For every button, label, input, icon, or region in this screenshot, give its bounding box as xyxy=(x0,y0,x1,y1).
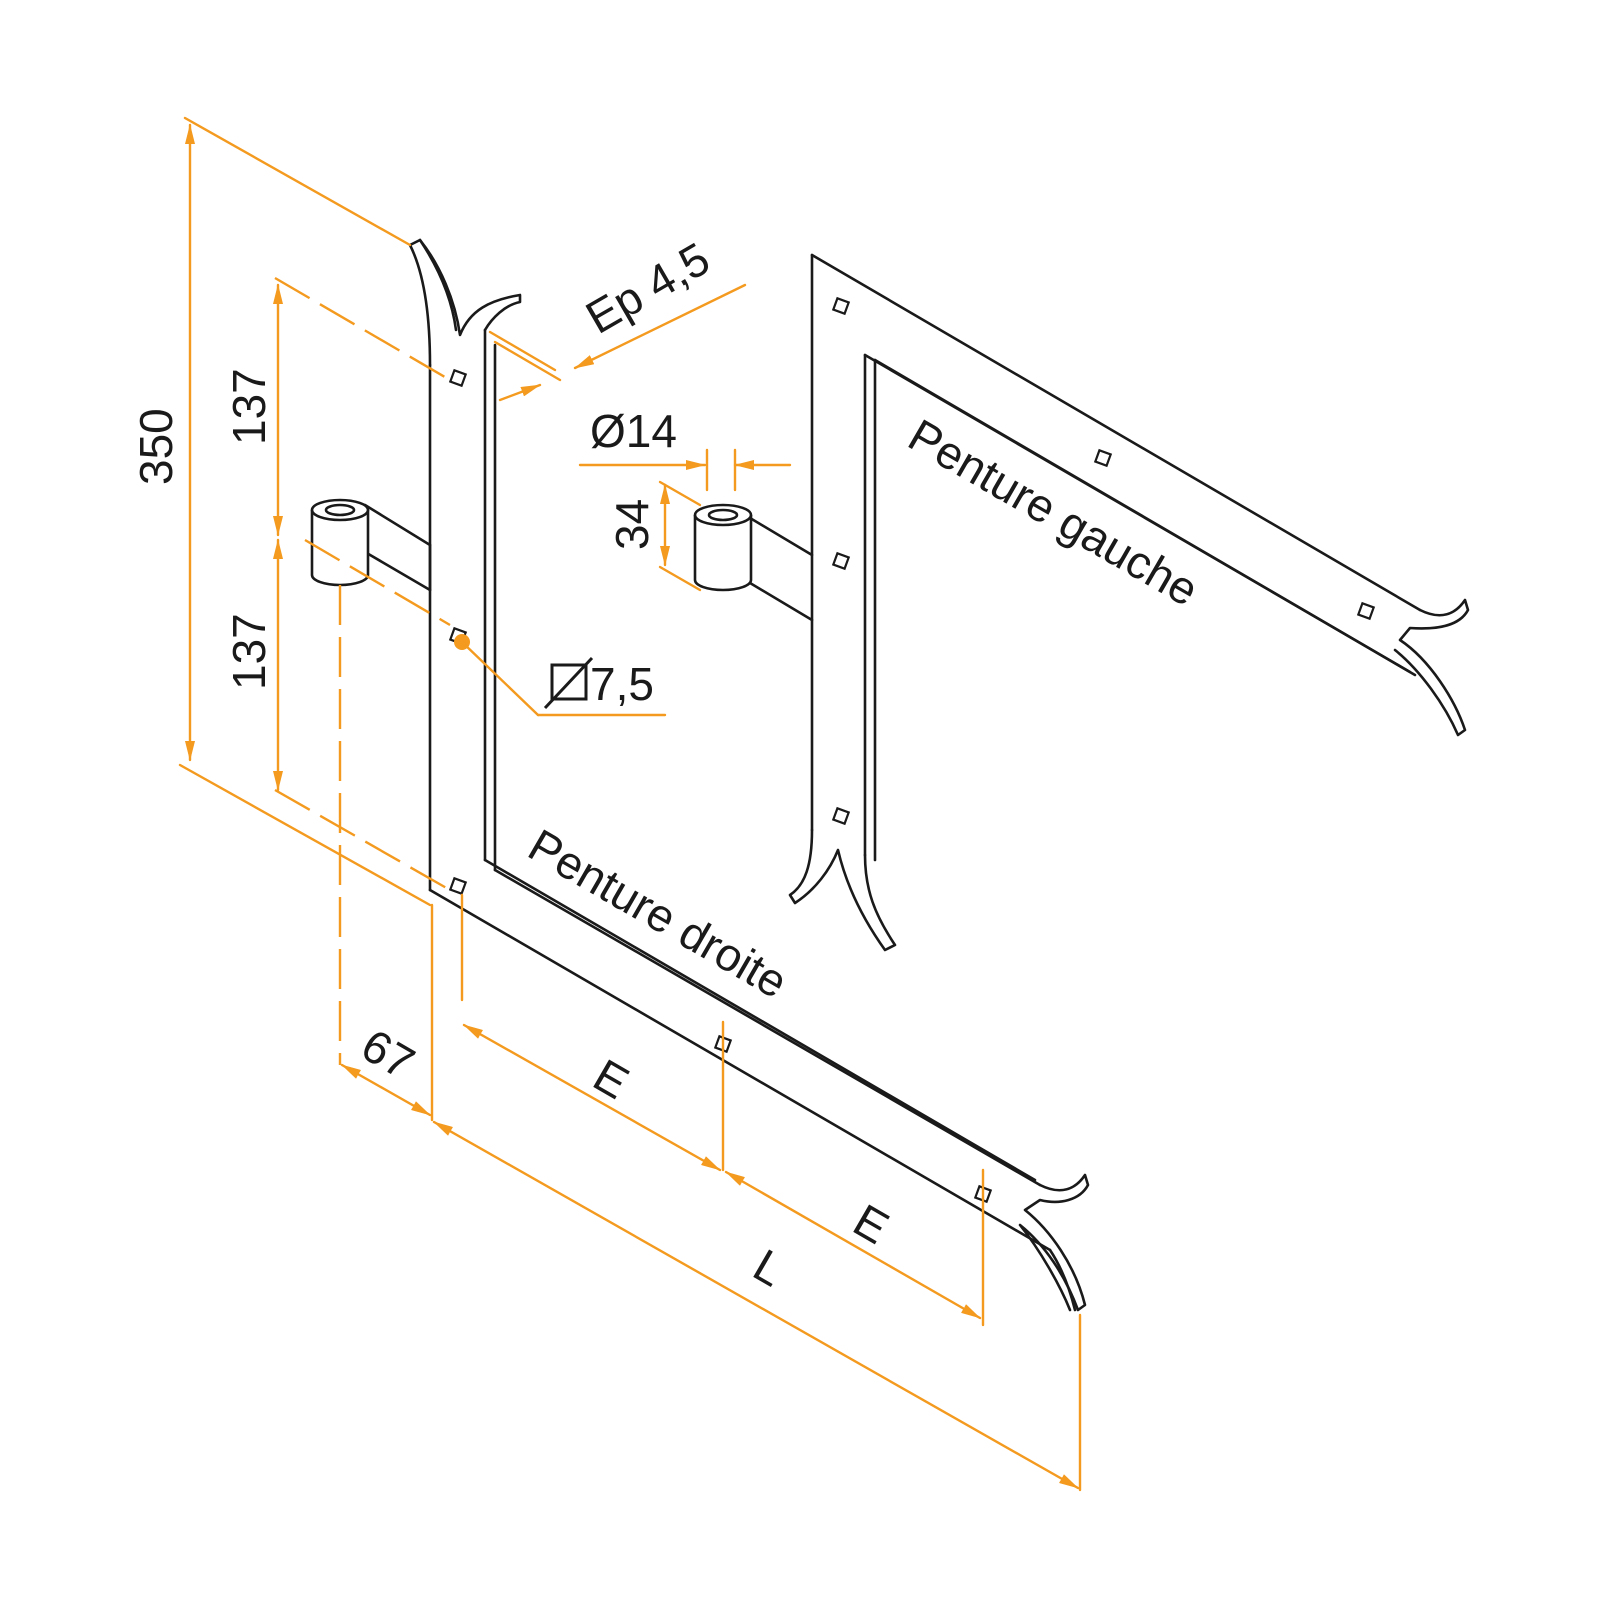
dim-knuckle-height: 34 xyxy=(606,499,658,550)
dim-lower-height: 137 xyxy=(223,613,275,690)
left-hinge-drawing xyxy=(693,253,1470,952)
dim-hole-diameter: 7,5 xyxy=(543,656,654,710)
dim-pin-offset: 67 xyxy=(353,1019,423,1090)
dim-length: L xyxy=(745,1239,793,1297)
dim-hole-diameter-value: 7,5 xyxy=(590,658,654,710)
label-left-hinge: Penture gauche xyxy=(900,409,1207,616)
dim-spacing-1: E xyxy=(585,1049,638,1109)
dim-total-height: 350 xyxy=(130,408,182,485)
dim-pin-diameter: Ø14 xyxy=(590,405,677,457)
dim-thickness: Ep 4,5 xyxy=(577,232,718,344)
dim-upper-height: 137 xyxy=(223,368,275,445)
square-diameter-icon xyxy=(550,663,588,701)
right-hinge-drawing xyxy=(310,238,1090,1312)
dimension-lines xyxy=(178,116,1082,1492)
label-right-hinge: Penture droite xyxy=(520,819,796,1009)
